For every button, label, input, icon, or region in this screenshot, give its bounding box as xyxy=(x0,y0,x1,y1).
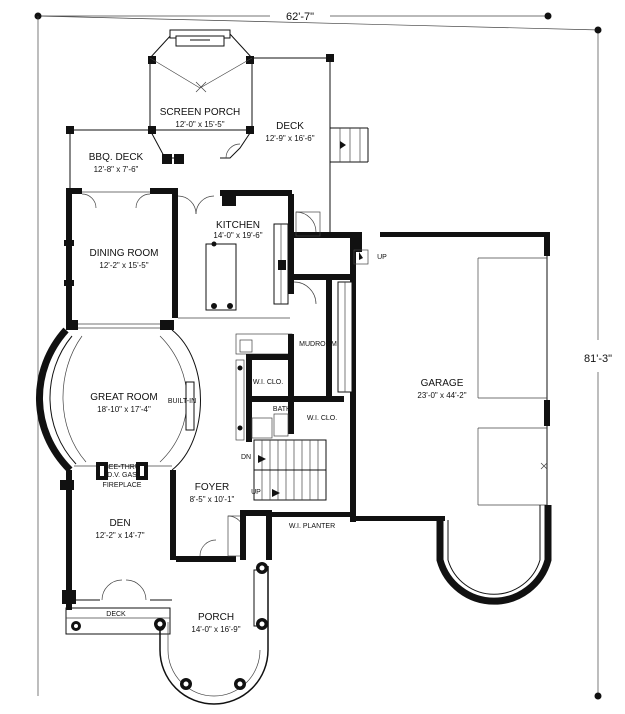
deck-name: DECK xyxy=(276,121,304,132)
dining-room xyxy=(64,191,174,330)
foyer-size: 8'-5" x 10'-1" xyxy=(190,495,235,504)
wi-closet-label-2: W.I. CLO. xyxy=(307,415,337,422)
den-size: 12'-2" x 14'-7" xyxy=(95,531,144,540)
fireplace-label-3: FIREPLACE xyxy=(103,482,142,489)
porch-size: 14'-0" x 16'-9" xyxy=(191,625,240,634)
up-label-1: UP xyxy=(377,254,387,261)
bbq-deck xyxy=(66,126,184,190)
overall-width-dimension: 62'-7" xyxy=(34,11,601,31)
kitchen-name: KITCHEN xyxy=(216,220,260,231)
bbq-deck-name: BBQ. DECK xyxy=(89,152,144,163)
built-in-label: BUILT-IN xyxy=(168,398,196,405)
deck-small-label: DECK xyxy=(106,611,126,618)
mudroom-label: MUDROOM xyxy=(299,341,337,348)
den-name: DEN xyxy=(109,518,130,529)
deck-area xyxy=(252,54,369,234)
mudroom-area xyxy=(235,274,356,442)
dining-room-name: DINING ROOM xyxy=(90,248,159,259)
porch-name: PORCH xyxy=(198,612,234,623)
wi-planter-label: W.I. PLANTER xyxy=(289,523,335,530)
den xyxy=(60,470,176,635)
foyer-name: FOYER xyxy=(195,482,229,493)
fireplace-label-1: SEE-THRU xyxy=(104,464,140,471)
up-label-2: UP xyxy=(251,489,261,496)
screen-porch xyxy=(148,29,254,159)
kitchen-area xyxy=(177,195,321,319)
overall-depth-label: 81'-3" xyxy=(584,353,612,365)
garage-size: 23'-0" x 44'-2" xyxy=(417,391,466,400)
deck-size: 12'-9" x 16'-6" xyxy=(265,134,314,143)
screen-porch-name: SCREEN PORCH xyxy=(160,107,241,118)
fireplace-label-2: D.V. GAS xyxy=(107,472,137,479)
dining-room-size: 12'-2" x 15'-5" xyxy=(99,261,148,270)
exterior-walls xyxy=(66,188,552,605)
porch xyxy=(154,562,269,705)
bbq-deck-size: 12'-8" x 7'-6" xyxy=(94,165,139,174)
foyer xyxy=(176,510,350,562)
overall-width-label: 62'-7" xyxy=(286,11,314,23)
dn-label: DN xyxy=(241,454,251,461)
bath-label: BATH xyxy=(273,406,291,413)
wi-closet-label-1: W.I. CLO. xyxy=(253,379,283,386)
overall-depth-dimension: 81'-3" xyxy=(37,16,612,700)
great-room-name: GREAT ROOM xyxy=(90,392,157,403)
great-room-size: 18'-10" x 17'-4" xyxy=(97,405,151,414)
fireplace xyxy=(96,462,148,480)
great-room xyxy=(36,327,201,473)
stairs xyxy=(253,249,369,501)
kitchen-size: 14'-0" x 19'-6" xyxy=(213,231,262,240)
screen-porch-size: 12'-0" x 15'-5" xyxy=(175,120,224,129)
garage-name: GARAGE xyxy=(421,378,464,389)
